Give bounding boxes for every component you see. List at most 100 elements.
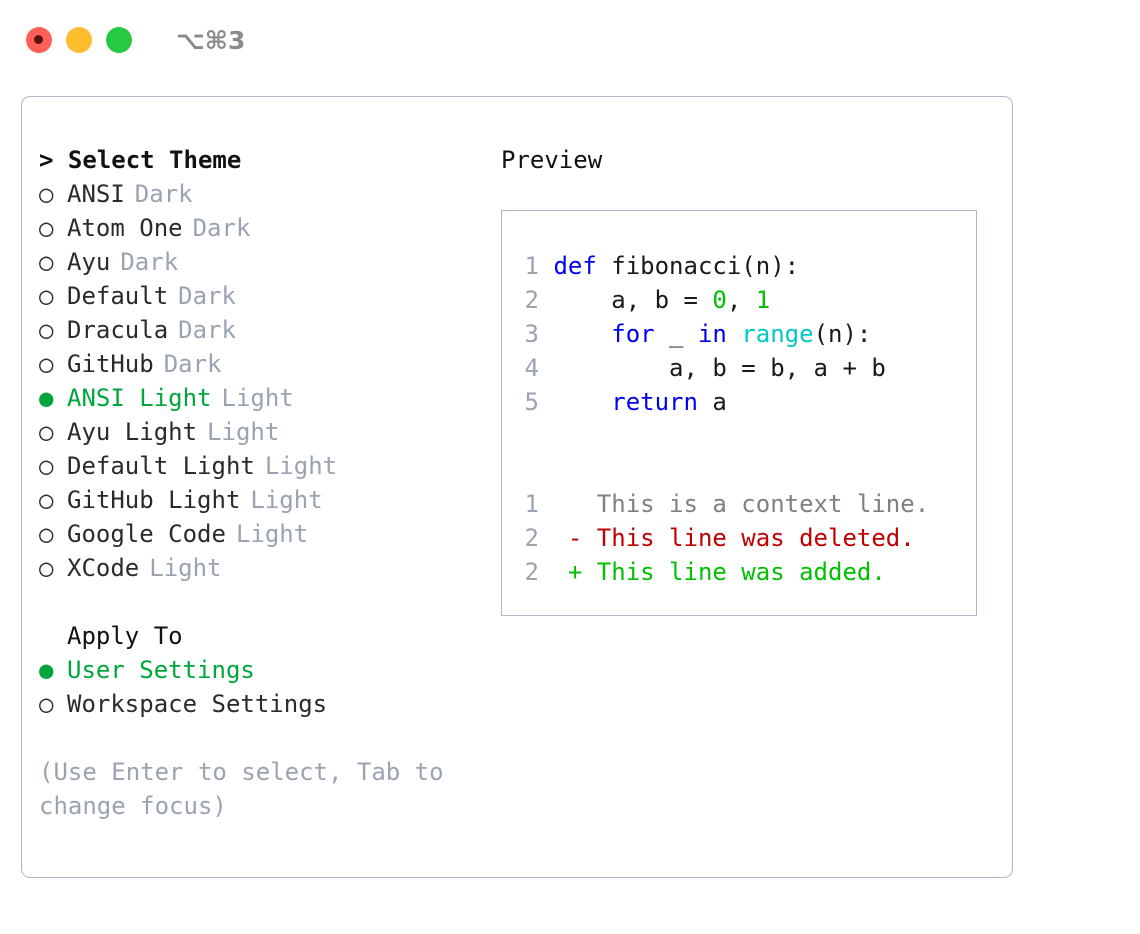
- code-token: 0: [712, 286, 727, 314]
- window-controls: [26, 27, 132, 53]
- theme-option-label: Default: [67, 282, 169, 310]
- theme-option-kind: Dark: [192, 214, 251, 242]
- minimize-button[interactable]: [66, 27, 92, 53]
- theme-option-kind: Light: [221, 384, 294, 412]
- theme-option-kind: Light: [264, 452, 338, 480]
- code-token: _: [654, 320, 698, 348]
- spacer: [511, 453, 971, 487]
- close-button[interactable]: [26, 27, 52, 53]
- code-line-number: 5: [524, 388, 539, 416]
- code-line-number: 1: [524, 252, 539, 280]
- radio-unselected-icon: ○: [39, 418, 54, 446]
- theme-option-label: Dracula: [67, 316, 169, 344]
- theme-option-label: GitHub: [67, 350, 154, 378]
- code-line-number: 3: [524, 320, 539, 348]
- theme-option-ayu-light[interactable]: ○ Ayu Light Light: [39, 415, 499, 449]
- preview-heading: Preview: [501, 146, 603, 174]
- theme-option-label: Default Light: [67, 452, 255, 480]
- theme-option-dracula[interactable]: ○ Dracula Dark: [39, 313, 499, 347]
- radio-unselected-icon: ○: [39, 486, 54, 514]
- theme-option-label: Ayu: [67, 248, 111, 276]
- diff-text: This line was deleted.: [582, 524, 915, 552]
- code-token: 1: [755, 286, 771, 314]
- radio-unselected-icon: ○: [39, 554, 54, 582]
- diff-line: 2 - This line was deleted.: [511, 521, 971, 555]
- theme-option-atom-one[interactable]: ○ Atom One Dark: [39, 211, 499, 245]
- theme-option-label: Atom One: [67, 214, 183, 242]
- theme-option-github[interactable]: ○ GitHub Dark: [39, 347, 499, 381]
- diff-line-number: 1: [524, 490, 539, 518]
- radio-selected-icon: ●: [39, 656, 54, 684]
- radio-unselected-icon: ○: [39, 180, 54, 208]
- code-token: [553, 320, 611, 348]
- theme-option-kind: Dark: [163, 350, 222, 378]
- radio-selected-icon: ●: [39, 384, 54, 412]
- spacer: [39, 585, 499, 619]
- apply-to-option-label: User Settings: [67, 656, 255, 684]
- code-line: 4 a, b = b, a + b: [511, 351, 971, 385]
- code-token: a, b =: [553, 286, 713, 314]
- code-line: 1 def fibonacci(n):: [511, 249, 971, 283]
- theme-option-label: XCode: [67, 554, 140, 582]
- diff-marker: +: [567, 558, 583, 586]
- code-line: 5 return a: [511, 385, 971, 419]
- diff-marker: -: [567, 524, 583, 552]
- spacer: [511, 419, 971, 453]
- code-token: [727, 320, 741, 348]
- code-token: a, b = b, a + b: [553, 354, 886, 382]
- radio-unselected-icon: ○: [39, 214, 54, 242]
- theme-option-label: Ayu Light: [67, 418, 198, 446]
- code-token: def: [553, 252, 612, 280]
- preview-column: Preview 1 def fibonacci(n):2 a, b = 0, 1…: [501, 143, 1001, 616]
- code-token: for: [611, 320, 655, 348]
- theme-option-kind: Light: [207, 418, 280, 446]
- diff-line-number: 2: [524, 524, 539, 552]
- code-token: a: [697, 388, 727, 416]
- code-line-number: 4: [524, 354, 539, 382]
- theme-option-kind: Light: [149, 554, 222, 582]
- code-token: return: [611, 388, 698, 416]
- radio-unselected-icon: ○: [39, 452, 54, 480]
- apply-to-option-label: Workspace Settings: [67, 690, 328, 718]
- theme-option-kind: Light: [235, 520, 309, 548]
- theme-option-kind: Dark: [120, 248, 179, 276]
- code-token: (n):: [813, 320, 872, 348]
- keyboard-hint-text: (Use Enter to select, Tab to change focu…: [39, 758, 459, 820]
- radio-unselected-icon: ○: [39, 316, 54, 344]
- diff-line: 2 + This line was added.: [511, 555, 971, 589]
- theme-option-xcode[interactable]: ○ XCode Light: [39, 551, 499, 585]
- keyboard-shortcut-label: ⌥⌘3: [176, 25, 246, 55]
- code-token: range: [741, 320, 814, 348]
- diff-lines: 1 This is a context line.2 - This line w…: [511, 487, 971, 589]
- select-theme-heading: > Select Theme: [39, 146, 242, 174]
- radio-unselected-icon: ○: [39, 350, 54, 378]
- theme-option-default-light[interactable]: ○ Default Light Light: [39, 449, 499, 483]
- title-bar: ⌥⌘3: [0, 0, 1140, 80]
- code-line: 2 a, b = 0, 1: [511, 283, 971, 317]
- radio-unselected-icon: ○: [39, 520, 54, 548]
- apply-to-list[interactable]: ● User Settings ○ Workspace Settings: [39, 653, 499, 721]
- zoom-button[interactable]: [106, 27, 132, 53]
- code-token: fibonacci(n):: [611, 252, 800, 280]
- apply-to-option-workspace-settings[interactable]: ○ Workspace Settings: [39, 687, 499, 721]
- apply-to-heading: Apply To: [67, 622, 183, 650]
- theme-option-kind: Dark: [134, 180, 193, 208]
- apply-to-option-user-settings[interactable]: ● User Settings: [39, 653, 499, 687]
- theme-option-kind: Dark: [178, 316, 236, 344]
- radio-unselected-icon: ○: [39, 690, 54, 718]
- code-token: [553, 388, 611, 416]
